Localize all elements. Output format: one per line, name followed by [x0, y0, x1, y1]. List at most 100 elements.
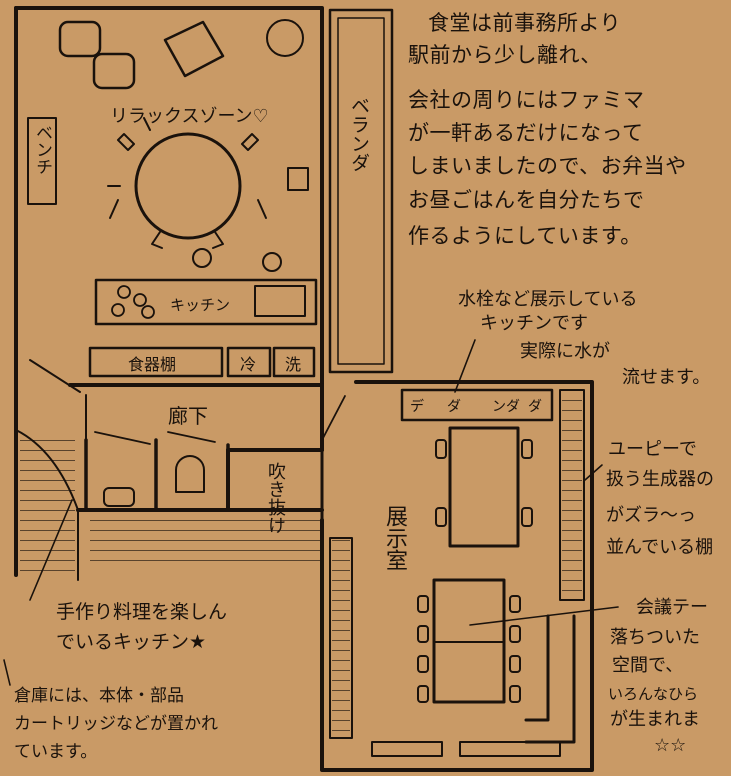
corridor-door [94, 431, 151, 445]
burner [111, 303, 125, 317]
handmade-note-line: 手作り料理を楽しん [56, 601, 228, 623]
tap-label: ダ [447, 399, 461, 415]
chair [435, 439, 447, 459]
shelf-note-line: 扱う生成器の [606, 469, 714, 490]
toilet-2 [175, 455, 205, 493]
note-line: 食堂は前事務所より [428, 11, 622, 35]
burner [141, 305, 155, 319]
tap-label: ダ [528, 399, 542, 415]
chair [241, 133, 259, 151]
stool [262, 252, 282, 272]
leader-meeting [469, 606, 619, 626]
shelf-hatching [332, 540, 350, 736]
chair [417, 625, 429, 643]
faucet-note-line: 実際に水が [520, 341, 610, 362]
note-line: 駅前から少し離れ、 [408, 43, 602, 67]
dish-shelf-box [88, 346, 224, 378]
kitchen-counter [94, 278, 318, 326]
meeting-note-line: 空間で、 [612, 655, 684, 676]
storage-note-line: カートリッジなどが置かれ [14, 714, 218, 734]
chair [509, 595, 521, 613]
armchair [58, 20, 102, 58]
meeting-note-line: が生まれま [610, 709, 700, 730]
showroom-label: 展示室 [382, 505, 407, 571]
plant [266, 19, 304, 57]
atrium-door [321, 395, 346, 441]
note-line: 作るようにしています。 [408, 224, 642, 248]
chair [212, 231, 224, 249]
note-line: お昼ごはんを自分たちで [408, 188, 645, 212]
chair [509, 685, 521, 703]
shelf-note-line: 並んでいる棚 [606, 537, 714, 558]
lounge-chair [163, 20, 225, 78]
shelf-note-line: がズラ～っ [606, 505, 696, 526]
bench-label: ベンチ [32, 124, 52, 175]
chair [117, 133, 135, 151]
meeting-note-line: 落ちついた [610, 627, 700, 648]
chair [521, 507, 533, 527]
bottom-bar [371, 741, 443, 757]
tap-label: ンダ [492, 399, 520, 415]
wall-socket [287, 167, 309, 191]
burner [117, 285, 131, 299]
chair [417, 595, 429, 613]
washer-label: 洗 [285, 355, 302, 374]
stool [192, 248, 212, 268]
veranda-label: ベランダ [348, 96, 370, 172]
note-line: 会社の周りにはファミマ [408, 88, 645, 112]
partition [524, 614, 550, 722]
chair [417, 685, 429, 703]
chair [151, 231, 163, 249]
upper-outer-wall [14, 6, 324, 387]
fridge-box [226, 346, 272, 378]
atrium-label: 吹き抜け [265, 462, 286, 534]
faucet-note-line: 流せます。 [622, 367, 711, 388]
toilet-1 [103, 487, 135, 507]
leader-faucet [454, 339, 476, 393]
burner [133, 293, 147, 307]
chair [509, 625, 521, 643]
dish-shelf-label: 食器棚 [128, 355, 177, 374]
note-line: しまいましたので、お弁当や [408, 154, 687, 178]
corridor-label: 廊下 [168, 404, 208, 428]
shelf-hatching [562, 392, 582, 598]
chair [521, 439, 533, 459]
faucet-note-line: 水栓など展示している [458, 289, 638, 310]
tap-counter [400, 388, 554, 422]
sink [254, 285, 306, 317]
relax-zone-label: リラックスゾーン♡ [110, 106, 269, 127]
chair [143, 117, 151, 131]
round-table [134, 132, 242, 240]
veranda-inner [337, 17, 385, 365]
work-table [448, 426, 520, 548]
stairs-hatching [90, 512, 322, 562]
storage-note-line: ています。 [14, 742, 98, 762]
leader-storage [3, 659, 11, 686]
corridor-door [167, 431, 216, 443]
chair [435, 507, 447, 527]
meeting-note-line: いろんなひら [608, 685, 699, 703]
washer-box [272, 346, 316, 378]
chair [109, 199, 119, 219]
chair [417, 655, 429, 673]
bench-box [27, 117, 57, 205]
display-shelf [559, 389, 585, 601]
meeting-note-line: 会議テー [636, 597, 708, 618]
chair [509, 655, 521, 673]
bottom-bar [459, 741, 561, 757]
kitchen-label: キッチン [170, 296, 231, 314]
stairs-hatching [20, 440, 75, 575]
veranda-outline [328, 8, 394, 374]
note-line: が一軒あるだけになって [408, 121, 644, 145]
chair [257, 199, 267, 219]
leader-shelf [584, 464, 603, 481]
tap-label: デ [410, 399, 424, 415]
armchair [92, 52, 136, 90]
stars: ☆☆ [654, 735, 687, 756]
handmade-note-line: でいるキッチン★ [56, 631, 207, 653]
showroom-wall [320, 380, 594, 772]
faucet-note-line: キッチンです [480, 313, 588, 334]
left-shelf [329, 537, 353, 739]
storage-note-line: 倉庫には、本体・部品 [14, 686, 184, 706]
